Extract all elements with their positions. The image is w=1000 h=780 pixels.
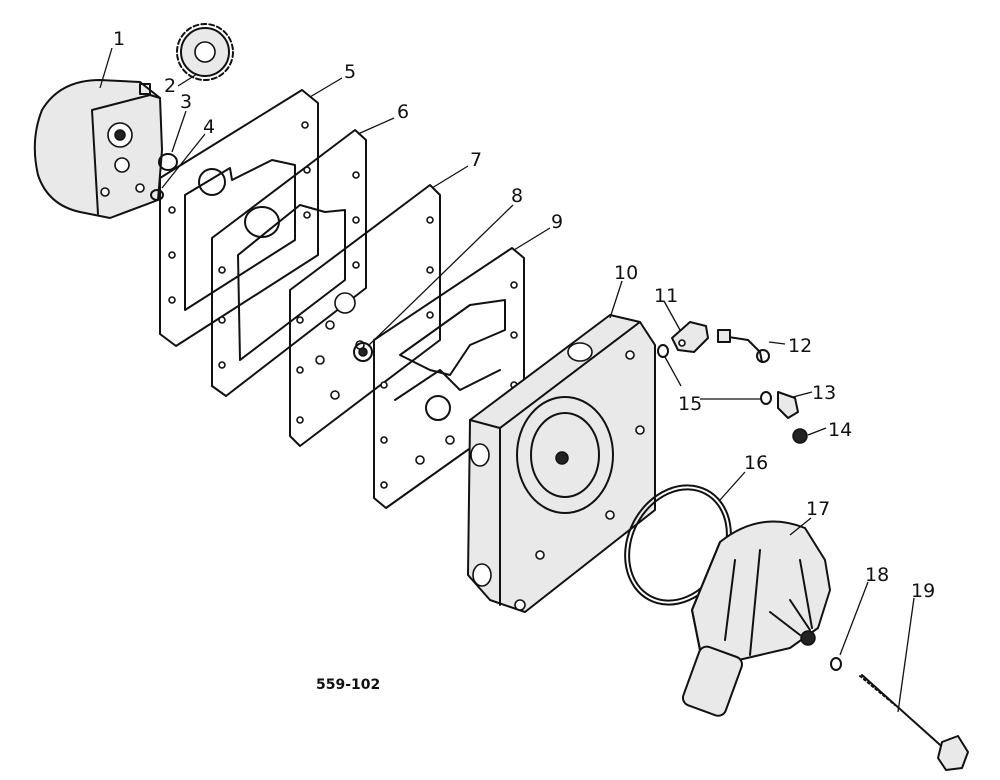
drawing-code: 559-102	[316, 677, 380, 693]
part-pipe-fitting	[717, 329, 770, 363]
callout-14: 14	[828, 419, 852, 441]
part-o-ring-15	[657, 344, 772, 405]
callout-19: 19	[911, 580, 935, 602]
part-nut	[792, 428, 808, 444]
callout-16: 16	[744, 452, 768, 474]
callout-labels: 1 2 3 4 5 6 7 8 9 10 11 12 13 14 15 16 1…	[113, 28, 935, 602]
callout-17: 17	[806, 498, 830, 520]
part-gasket-5	[159, 89, 319, 347]
part-bolt	[859, 674, 969, 771]
callout-15: 15	[678, 393, 702, 415]
part-filter-bowl	[681, 520, 831, 717]
part-seal-8	[353, 342, 373, 362]
callout-6: 6	[397, 101, 409, 123]
part-washer	[830, 657, 842, 671]
part-o-ring-large	[158, 153, 178, 171]
part-banjo-fitting	[777, 391, 799, 419]
part-pump-housing	[33, 79, 163, 219]
callout-2: 2	[164, 75, 176, 97]
callout-9: 9	[551, 211, 563, 233]
part-gasket-6	[211, 129, 367, 397]
callout-10: 10	[614, 262, 638, 284]
part-elbow-fitting	[671, 321, 709, 353]
leader-lines	[99, 47, 915, 713]
callout-18: 18	[865, 564, 889, 586]
part-gear	[176, 23, 234, 81]
part-o-ring-small	[150, 189, 164, 201]
callout-13: 13	[812, 382, 836, 404]
callout-3: 3	[180, 91, 192, 113]
callout-11: 11	[654, 285, 678, 307]
callout-5: 5	[344, 61, 356, 83]
callout-8: 8	[511, 185, 523, 207]
callout-4: 4	[203, 116, 215, 138]
part-valve-body	[467, 314, 656, 613]
callout-1: 1	[113, 28, 125, 50]
part-plate-7	[289, 184, 441, 447]
callout-7: 7	[470, 149, 482, 171]
callout-12: 12	[788, 335, 812, 357]
